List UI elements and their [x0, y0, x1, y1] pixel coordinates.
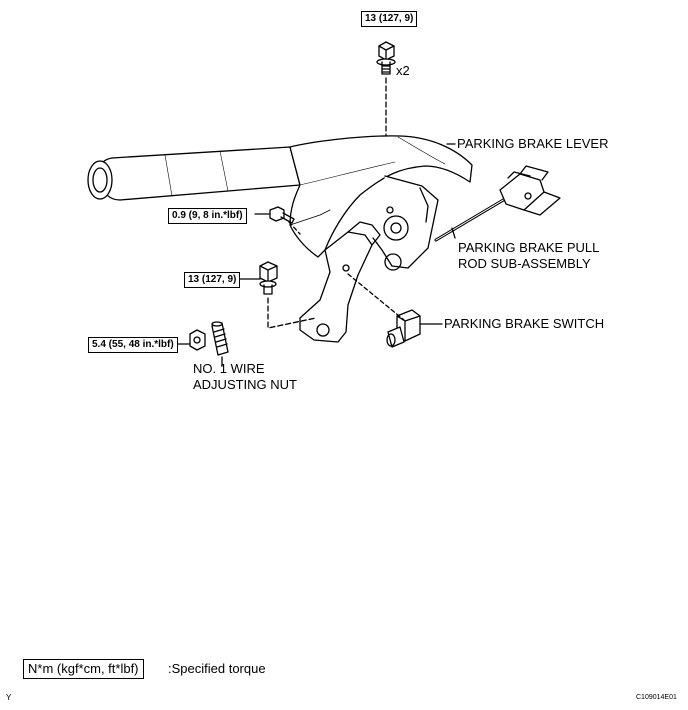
pull-rod-label-2: ROD SUB-ASSEMBLY: [458, 256, 591, 271]
multiplier-label: x2: [396, 63, 410, 78]
grip-icon: [87, 146, 301, 201]
legend-text: :Specified torque: [168, 661, 266, 676]
figure-code: C109014E01: [636, 694, 677, 701]
mid-bolt-leader: [267, 297, 317, 329]
switch-label: PARKING BRAKE SWITCH: [444, 316, 605, 331]
torque-nut: 5.4 (55, 48 in.*lbf): [88, 337, 178, 353]
torque-screw: 0.9 (9, 8 in.*lbf): [168, 208, 247, 224]
top-bolt-icon: [376, 41, 396, 75]
corner-mark: Y: [6, 693, 12, 702]
nut-label-2: ADJUSTING NUT: [193, 377, 297, 392]
switch-icon: [386, 309, 421, 348]
switch-leader: [347, 273, 405, 321]
adjusting-nut-icon: [189, 329, 206, 351]
mid-bolt-icon: [259, 261, 278, 295]
ratchet-mechanism-icon: [372, 175, 439, 271]
lower-bracket-icon: [299, 221, 381, 343]
legend-unit-box: N*m (kgf*cm, ft*lbf): [23, 659, 144, 679]
small-screw-icon: [269, 206, 295, 224]
torque-mid: 13 (127, 9): [184, 272, 241, 288]
torque-top: 13 (127, 9): [361, 11, 418, 27]
threaded-stud-icon: [211, 321, 229, 356]
lever-label: PARKING BRAKE LEVER: [457, 136, 609, 151]
pull-rod-label-1: PARKING BRAKE PULL: [458, 240, 600, 255]
lever-body-icon: [289, 135, 473, 258]
nut-label-1: NO. 1 WIRE: [193, 361, 265, 376]
pull-rod-icon: [434, 165, 561, 242]
